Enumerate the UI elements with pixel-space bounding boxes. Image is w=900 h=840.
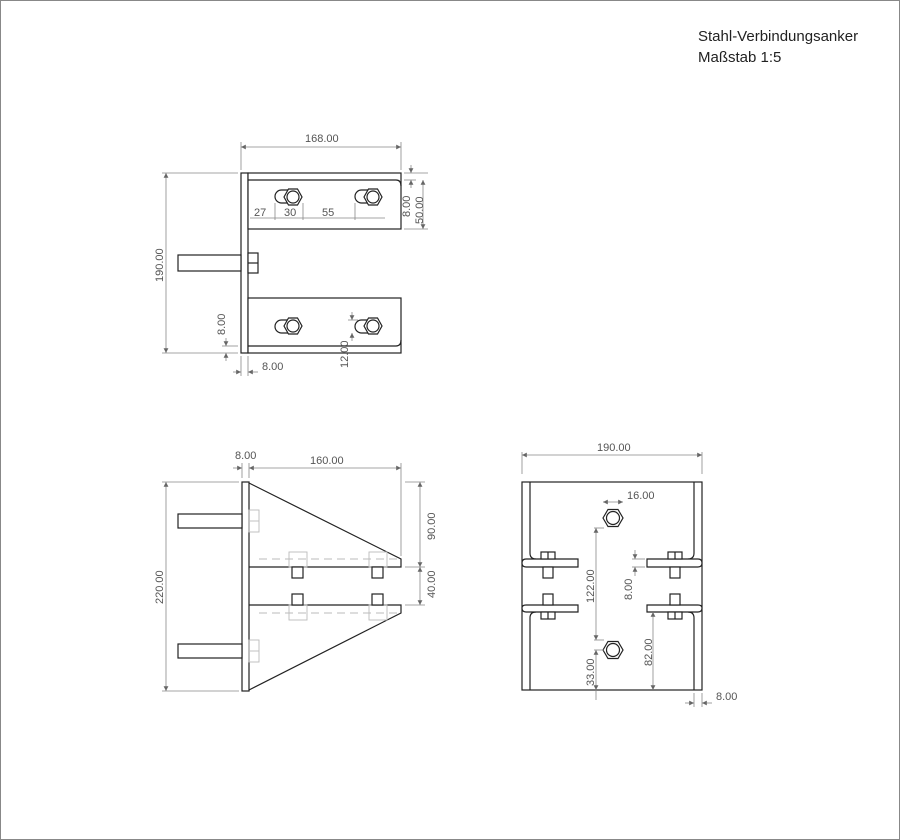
dim-height: 190.00 bbox=[154, 248, 166, 282]
dim-upper: 90.00 bbox=[426, 512, 438, 540]
dim-flange: 8.00 bbox=[623, 579, 635, 600]
upper-anchor-rod bbox=[177, 513, 243, 529]
dim-plate-thickness-v: 8.00 bbox=[216, 314, 228, 335]
flange-lower-left bbox=[521, 604, 579, 613]
drawing-scale: Maßstab 1:5 bbox=[698, 49, 781, 66]
dim-27: 27 bbox=[254, 207, 266, 219]
flange-upper-right bbox=[646, 558, 703, 568]
dim-width: 190.00 bbox=[597, 442, 631, 454]
side-view: 8.00 160.00 220.00 90.00 40.00 bbox=[154, 450, 438, 692]
back-plate bbox=[241, 481, 250, 692]
top-view: 168.00 190.00 27 30 55 8.00 50.00 8.00 1… bbox=[154, 133, 428, 376]
dim-bottom: 33.00 bbox=[585, 658, 597, 686]
back-plate bbox=[240, 172, 249, 354]
dim-spacing: 122.00 bbox=[585, 569, 597, 603]
dim-slot: 12.00 bbox=[339, 340, 351, 368]
flange-lower-right bbox=[646, 604, 703, 613]
flange-upper-left bbox=[521, 558, 579, 568]
dim-flange-thickness: 8.00 bbox=[401, 196, 413, 217]
dim-flange-height: 82.00 bbox=[643, 638, 655, 666]
dim-plate-thickness-h: 8.00 bbox=[262, 361, 283, 373]
front-view: 190.00 16.00 122.00 33.00 8.00 82.00 8.0… bbox=[521, 442, 737, 707]
dim-height: 220.00 bbox=[154, 570, 166, 604]
slotted-bolts bbox=[274, 188, 383, 335]
dim-nut: 16.00 bbox=[627, 490, 655, 502]
dim-width: 168.00 bbox=[305, 133, 339, 145]
dim-55: 55 bbox=[322, 207, 334, 219]
drawing-title: Stahl-Verbindungsanker bbox=[698, 28, 858, 45]
upper-gusset bbox=[248, 482, 402, 568]
lower-anchor-rod bbox=[177, 643, 243, 659]
dim-flange-width: 50.00 bbox=[414, 196, 426, 224]
dim-30: 30 bbox=[284, 207, 296, 219]
lower-gusset bbox=[248, 604, 402, 691]
anchor-rod bbox=[177, 254, 242, 272]
dim-plate: 8.00 bbox=[235, 450, 256, 462]
dim-wall: 8.00 bbox=[716, 691, 737, 703]
dim-gap: 40.00 bbox=[426, 570, 438, 598]
dim-depth: 160.00 bbox=[310, 455, 344, 467]
